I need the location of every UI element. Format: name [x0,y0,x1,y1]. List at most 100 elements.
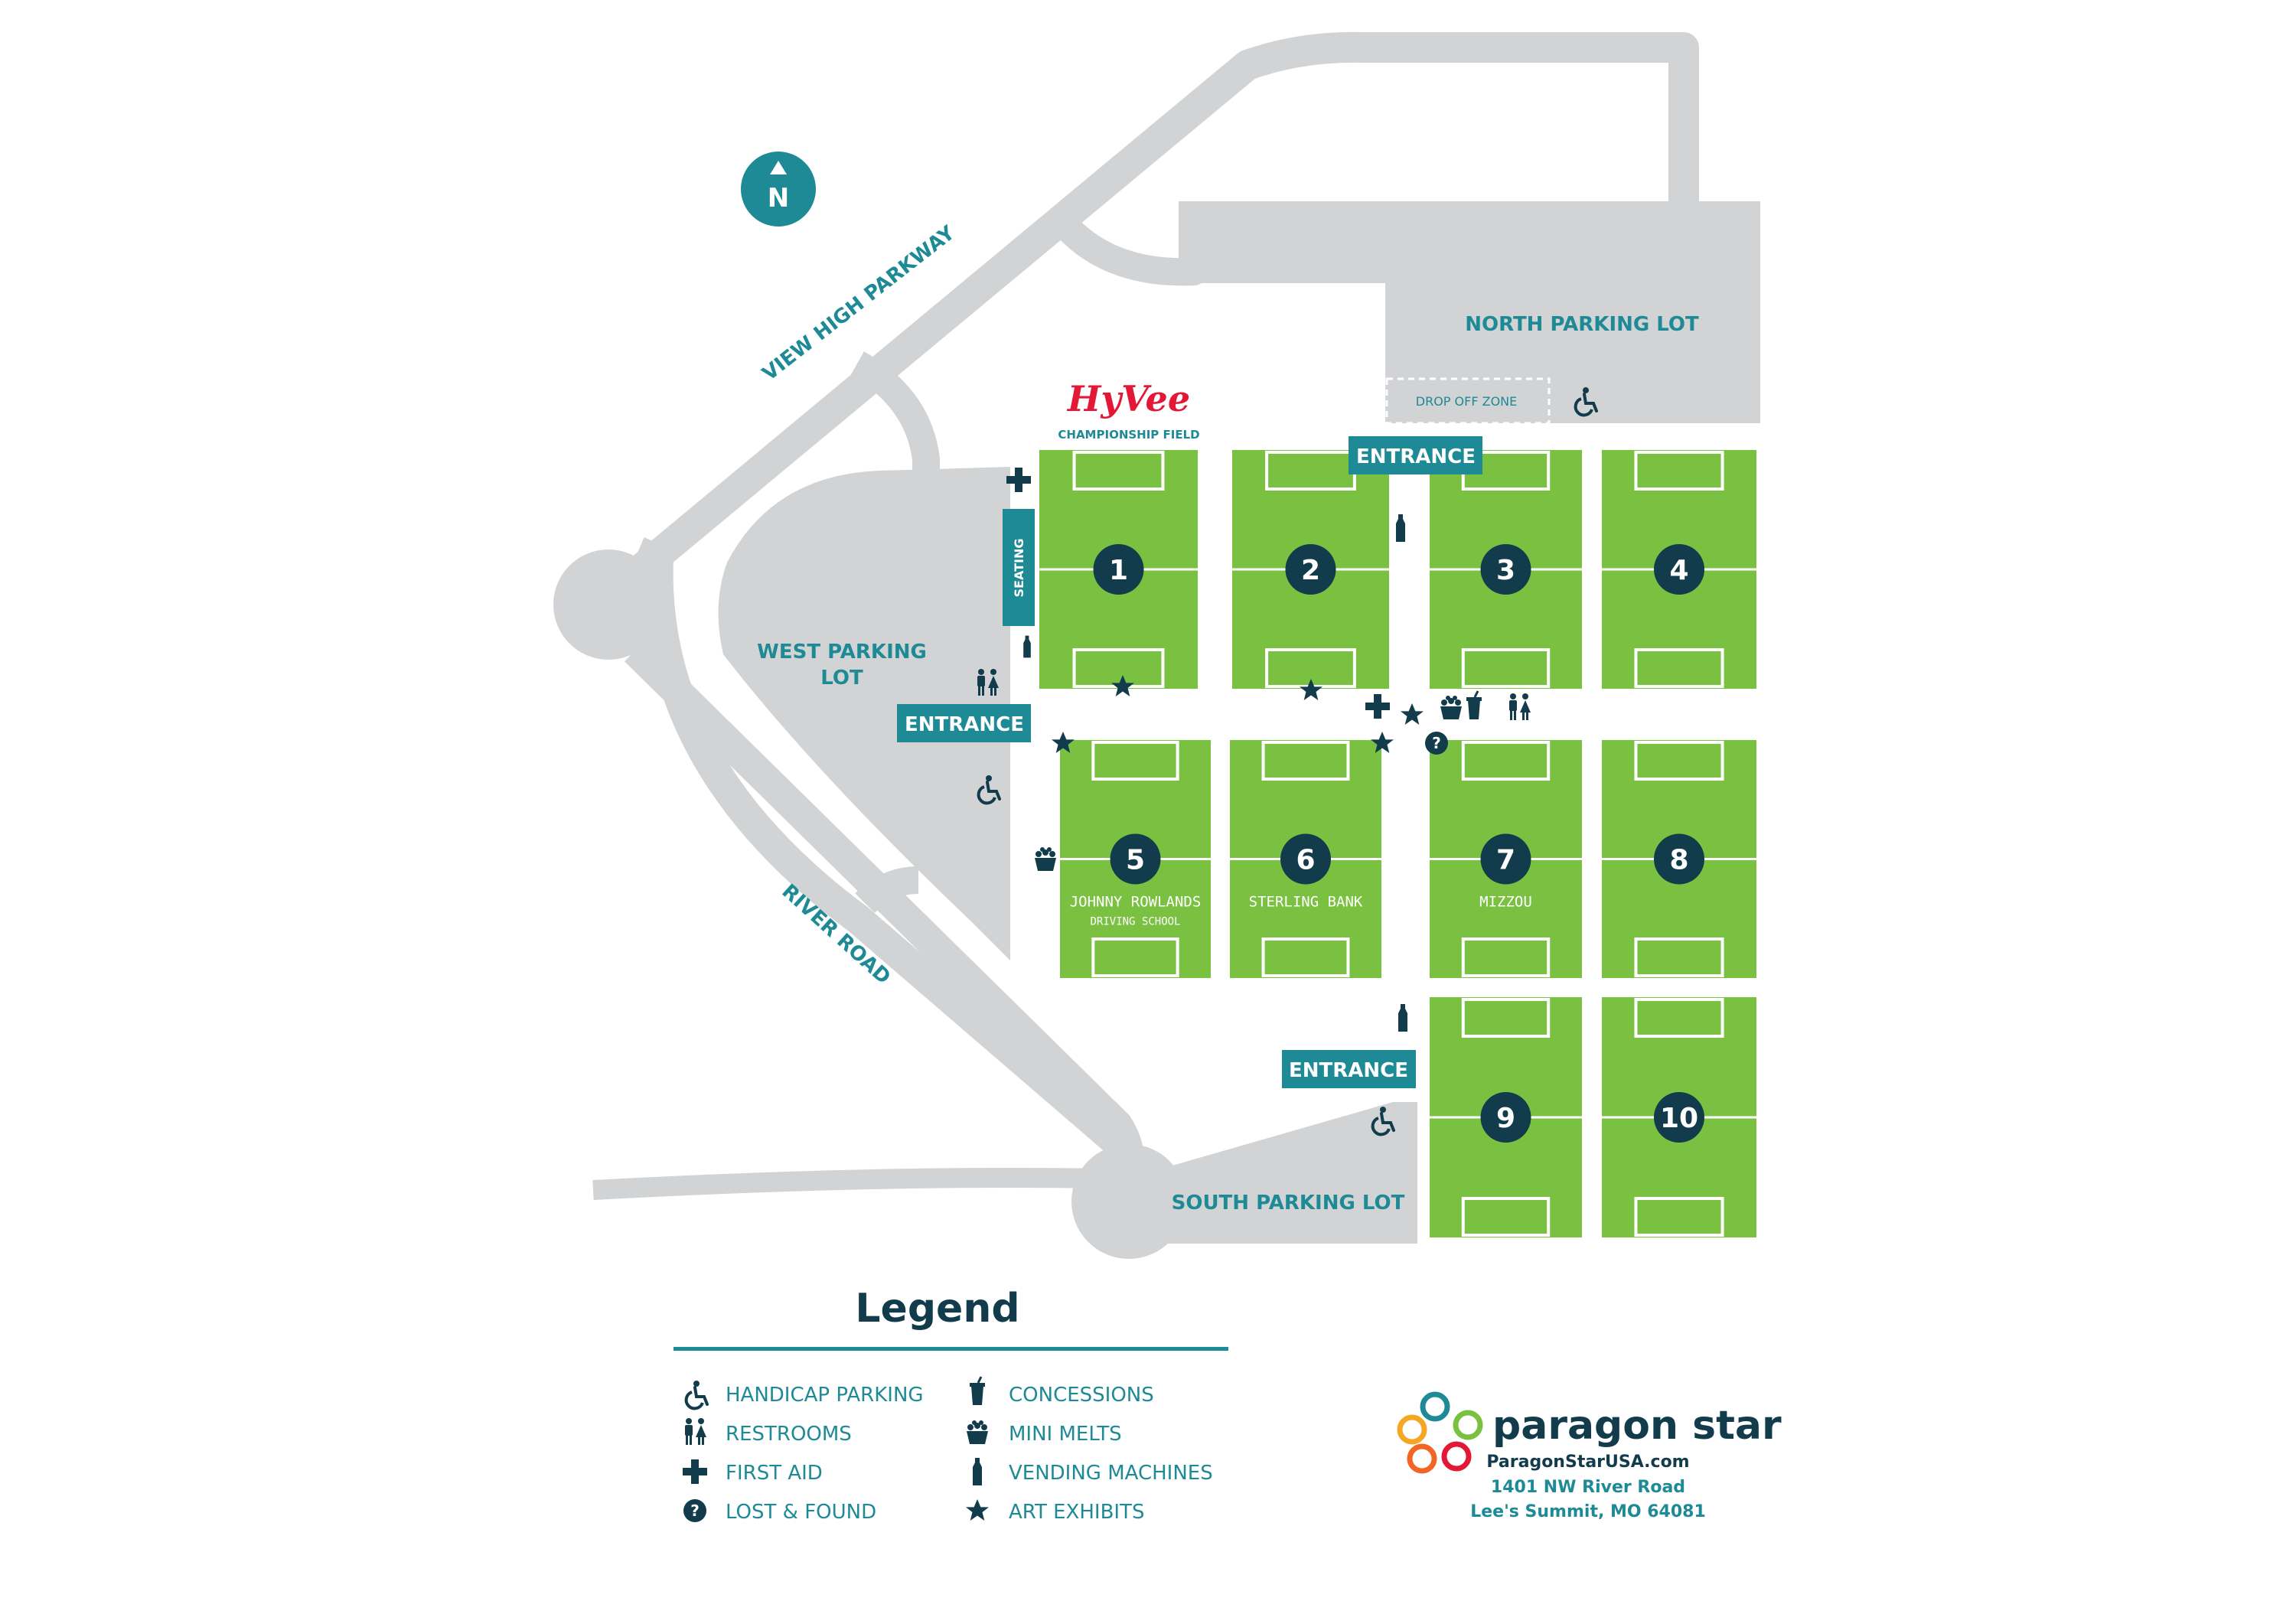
field-goal-box-top [1261,741,1350,781]
concessions-icon [968,1375,987,1407]
field-goal-box-top [1634,451,1724,491]
field-number-badge [1654,1092,1704,1143]
vending-icon [973,1458,982,1485]
entrance-north-label: ENTRANCE [1356,445,1476,468]
brand-name: paragon star [1492,1403,1782,1449]
brand-website: ParagonStarUSA.com [1486,1453,1689,1472]
field-4[interactable]: 4 [1602,450,1756,689]
field-goal-box-bottom [1261,937,1350,977]
south-west-road [592,1168,1103,1200]
compass: N [741,152,816,227]
drop-off-zone-label: DROP OFF ZONE [1416,394,1517,409]
restroom-icon [685,1418,706,1445]
first-aid-icon [1365,694,1390,719]
field-goal-box-bottom [1634,937,1724,977]
compass-label: N [768,183,789,214]
field-number: 8 [1669,845,1688,876]
entrance-north[interactable]: ENTRANCE [1349,436,1482,474]
field-goal-box-top [1461,741,1551,781]
north-parking-lot [1179,201,1760,423]
legend-item-label: MINI MELTS [1009,1423,1122,1446]
field-2[interactable]: 2 [1232,450,1389,689]
legend-item: VENDING MACHINES [973,1458,1213,1485]
star-icon [966,1499,989,1521]
field-number-badge [1654,833,1704,885]
field-number-badge [1280,833,1331,885]
field-number: 6 [1296,845,1315,876]
lost-found-icon [683,1499,706,1522]
brand-address-line2: Lee's Summit, MO 64081 [1470,1502,1706,1521]
vending-icon [1396,514,1405,542]
field-number-badge [1480,833,1531,885]
field-number: 4 [1669,555,1688,586]
field-9[interactable]: 9 [1430,997,1582,1237]
west-lot-access-road [850,351,940,490]
field-number: 9 [1496,1103,1515,1134]
field-sponsor: MIZZOU [1479,894,1532,911]
legend-item-label: LOST & FOUND [726,1501,876,1524]
south-roundabout [1071,1144,1186,1259]
legend-item: CONCESSIONS [968,1375,1154,1407]
field-number-badge [1093,544,1144,595]
field-number-badge [1480,1092,1531,1143]
west-roundabout [553,549,664,660]
legend-divider [673,1347,1228,1351]
field-goal-box-bottom [1461,648,1551,688]
west-parking-lot-label-line2: LOT [820,667,863,690]
hyvee-logo: HyVee CHAMPIONSHIP FIELD [1058,378,1199,442]
drop-off-zone [1385,377,1551,425]
restroom-icon [1509,693,1531,720]
entrance-west[interactable]: ENTRANCE [897,704,1031,742]
star-icon [1401,703,1424,725]
seating: SEATING [1003,509,1035,626]
compass-icon [741,152,816,227]
west-parking-lot-label-line1: WEST PARKING [757,641,927,664]
field-goal-box-top [1634,741,1724,781]
west-parking-lot [718,467,1010,960]
hyvee-caption: CHAMPIONSHIP FIELD [1058,428,1199,442]
vending-icon [1398,1004,1407,1032]
field-3[interactable]: 3 [1430,450,1582,689]
field-number: 7 [1496,845,1515,876]
legend-item-label: VENDING MACHINES [1009,1462,1213,1485]
field-number-badge [1480,544,1531,595]
south-parking-lot [1167,1102,1417,1244]
field-8[interactable]: 8 [1602,740,1756,978]
paragon-star-brand: paragon star ParagonStarUSA.com 1401 NW … [1397,1391,1782,1521]
field-number: 10 [1660,1103,1698,1134]
south-parking-lot-label: SOUTH PARKING LOT [1172,1192,1405,1215]
field-goal-box-bottom [1634,1197,1724,1237]
first-aid-icon [683,1459,707,1484]
view-high-parkway-road [625,31,1699,586]
field-sponsor: JOHNNY ROWLANDS [1070,894,1202,911]
field-sponsor-sub: DRIVING SCHOOL [1090,916,1180,928]
legend-item: FIRST AID [683,1459,823,1485]
legend-item-label: RESTROOMS [726,1423,852,1446]
field-goal-box-top [1461,998,1551,1038]
field-goal-box-top [1091,741,1179,781]
field-1[interactable]: 1 [1039,450,1198,689]
mini-melts-icon [1035,847,1056,871]
handicap-icon [684,1379,709,1410]
entrance-south[interactable]: ENTRANCE [1282,1050,1416,1088]
field-10[interactable]: 10 [1602,997,1756,1237]
mini-melts-icon [967,1420,988,1444]
field-goal-box-bottom [1634,648,1724,688]
legend-item-label: ART EXHIBITS [1009,1501,1144,1524]
legend-item: ART EXHIBITS [966,1499,1144,1524]
mini-melts-icon [1440,696,1462,719]
hyvee-wordmark: HyVee [1066,378,1190,419]
field-number: 3 [1496,555,1515,586]
field-goal-box-bottom [1461,1197,1551,1237]
legend-item-label: CONCESSIONS [1009,1384,1154,1407]
lost-found-icon [1425,732,1448,755]
field-goal-box-top [1072,451,1165,491]
legend-item-label: FIRST AID [726,1462,823,1485]
legend-item-label: HANDICAP PARKING [726,1384,924,1407]
concessions-icon [1465,690,1483,721]
